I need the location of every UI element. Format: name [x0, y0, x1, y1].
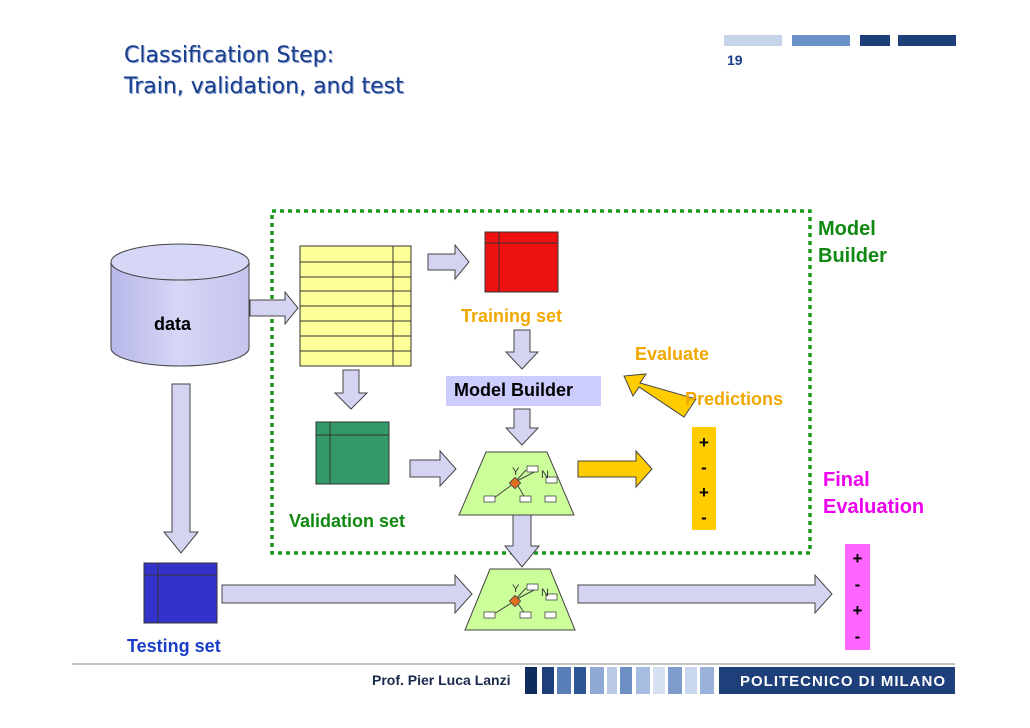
data-label: data: [154, 314, 192, 334]
arrow-builder-to-tree: [504, 408, 540, 446]
validation-set-table: [315, 421, 390, 485]
final-value: -: [854, 627, 861, 646]
header-decoration: [724, 35, 956, 46]
arrow-data-to-table: [249, 290, 299, 326]
final-value: +: [852, 601, 863, 620]
testing-set-table: [143, 562, 218, 624]
tree-yes-label: Y: [512, 466, 520, 478]
slide-title: Classification Step: Train, validation, …: [124, 40, 404, 102]
validation-set-label: Validation set: [289, 511, 406, 531]
testing-set-label: Testing set: [127, 636, 221, 656]
tree-no-label: N: [541, 469, 549, 481]
footer-bar: [72, 663, 955, 694]
arrow-table-to-validation: [333, 369, 369, 410]
model-builder-box-label: Model Builder: [454, 380, 574, 400]
decision-tree-validation: Y N: [458, 451, 575, 516]
final-evaluation-label: Final Evaluation: [823, 469, 925, 518]
page-number: 19: [727, 52, 743, 68]
slide-title-line1: Classification Step:: [124, 43, 335, 68]
decision-tree-test: Y N: [464, 568, 576, 631]
arrow-training-to-builder: [504, 329, 540, 370]
final-values: + - + -: [845, 546, 870, 650]
arrow-evaluate-to-builder: [623, 373, 697, 418]
final-value: -: [854, 575, 861, 594]
predictions-column: [692, 427, 716, 530]
arrow-data-to-testing: [162, 383, 200, 554]
arrow-validation-to-tree: [409, 449, 457, 488]
arrow-testing-to-final-tree: [221, 573, 473, 615]
tree-no-label-test: N: [541, 587, 549, 599]
full-dataset-table: [299, 245, 412, 367]
prediction-value: -: [701, 508, 707, 527]
footer-author: Prof. Pier Luca Lanzi: [372, 672, 511, 688]
model-builder-box: [446, 376, 601, 406]
tree-yes-label-test: Y: [512, 583, 520, 595]
data-cylinder: [110, 243, 250, 367]
final-value: +: [852, 549, 863, 568]
arrow-tree-to-predictions: [577, 449, 653, 489]
arrow-final-tree-to-final-eval: [577, 573, 833, 615]
training-set-label: Training set: [461, 306, 563, 326]
arrow-tree-to-final-tree: [503, 511, 541, 568]
prediction-value: +: [699, 433, 709, 452]
predictions-values: + - + -: [692, 430, 716, 530]
predictions-label: Predictions: [685, 389, 784, 409]
slide-title-line2: Train, validation, and test: [124, 74, 404, 99]
arrow-table-to-training: [427, 243, 470, 281]
footer-institution: POLITECNICO DI MILANO: [740, 673, 946, 690]
final-evaluation-column: [845, 544, 870, 650]
prediction-value: +: [699, 483, 709, 502]
evaluate-label: Evaluate: [635, 344, 710, 364]
prediction-value: -: [701, 458, 707, 477]
model-builder-corner-label: Model Builder: [818, 218, 887, 267]
training-set-table: [484, 231, 559, 293]
